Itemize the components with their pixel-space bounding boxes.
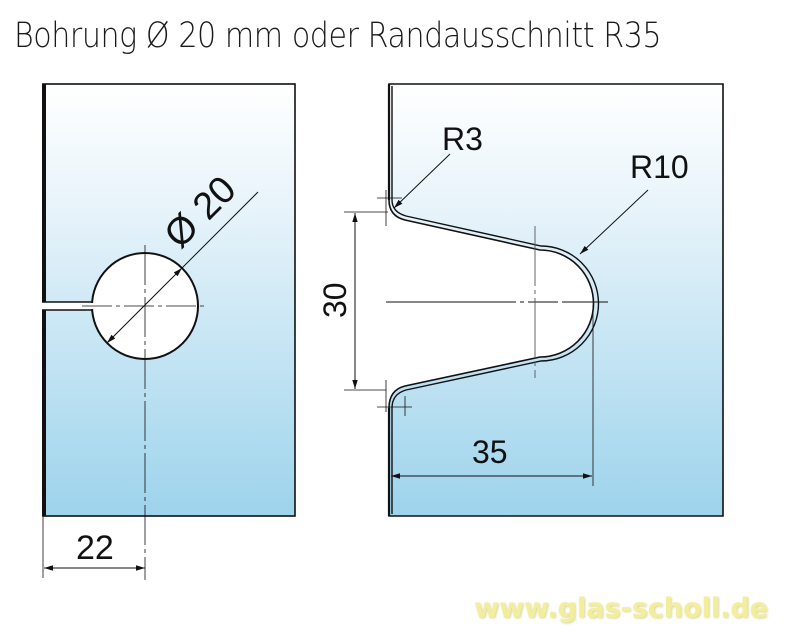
edge-distance-label: 22 (76, 529, 114, 567)
diagram-title: Bohrung Ø 20 mm oder Randausschnitt R35 (14, 16, 662, 56)
large-radius-label: R10 (630, 149, 689, 185)
website-watermark: www.glas-scholl.de (474, 593, 768, 624)
cutout-depth-label: 35 (472, 434, 508, 470)
small-radius-label: R3 (442, 121, 483, 157)
right-glass-panel: R3 R10 30 35 (317, 83, 724, 517)
cutout-height-label: 30 (317, 282, 353, 318)
left-glass-panel: Ø 20 22 (42, 83, 296, 580)
